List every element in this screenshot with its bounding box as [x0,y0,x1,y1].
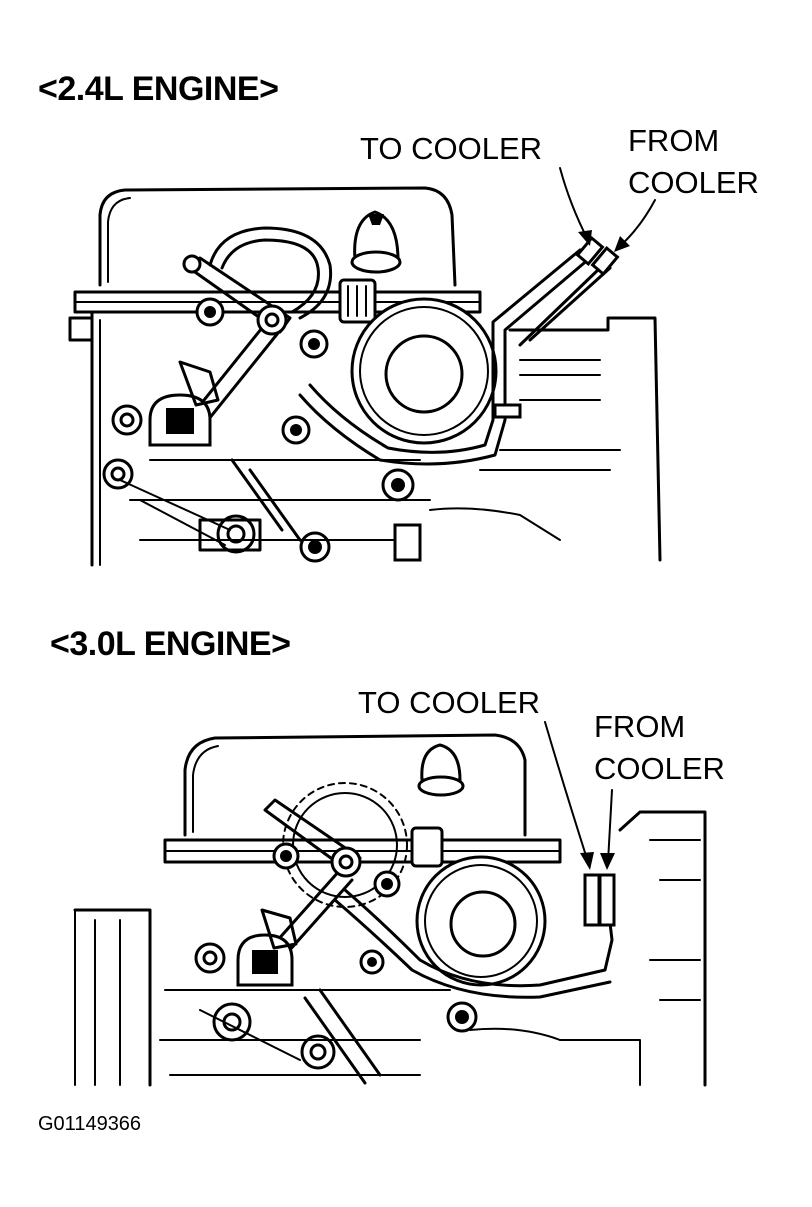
heading-2-4l-engine: <2.4L ENGINE> [38,70,279,108]
from-cooler-line2-3-0l: COOLER [594,751,725,786]
engine-illustration-2-4l [68,167,662,567]
figure-code: G01149366 [38,1113,142,1135]
from-cooler-line1-2-4l: FROM [628,123,720,158]
heading-3-0l-engine: <3.0L ENGINE> [50,625,291,663]
from-cooler-line2-2-4l: COOLER [628,165,759,200]
from-cooler-label-3-0l: FROM COOLER [594,706,725,790]
to-cooler-label-3-0l: TO COOLER [358,685,541,720]
to-cooler-label-2-4l: TO COOLER [360,131,543,166]
from-cooler-line1-3-0l: FROM [594,709,686,744]
from-cooler-label-2-4l: FROM COOLER [628,120,759,204]
